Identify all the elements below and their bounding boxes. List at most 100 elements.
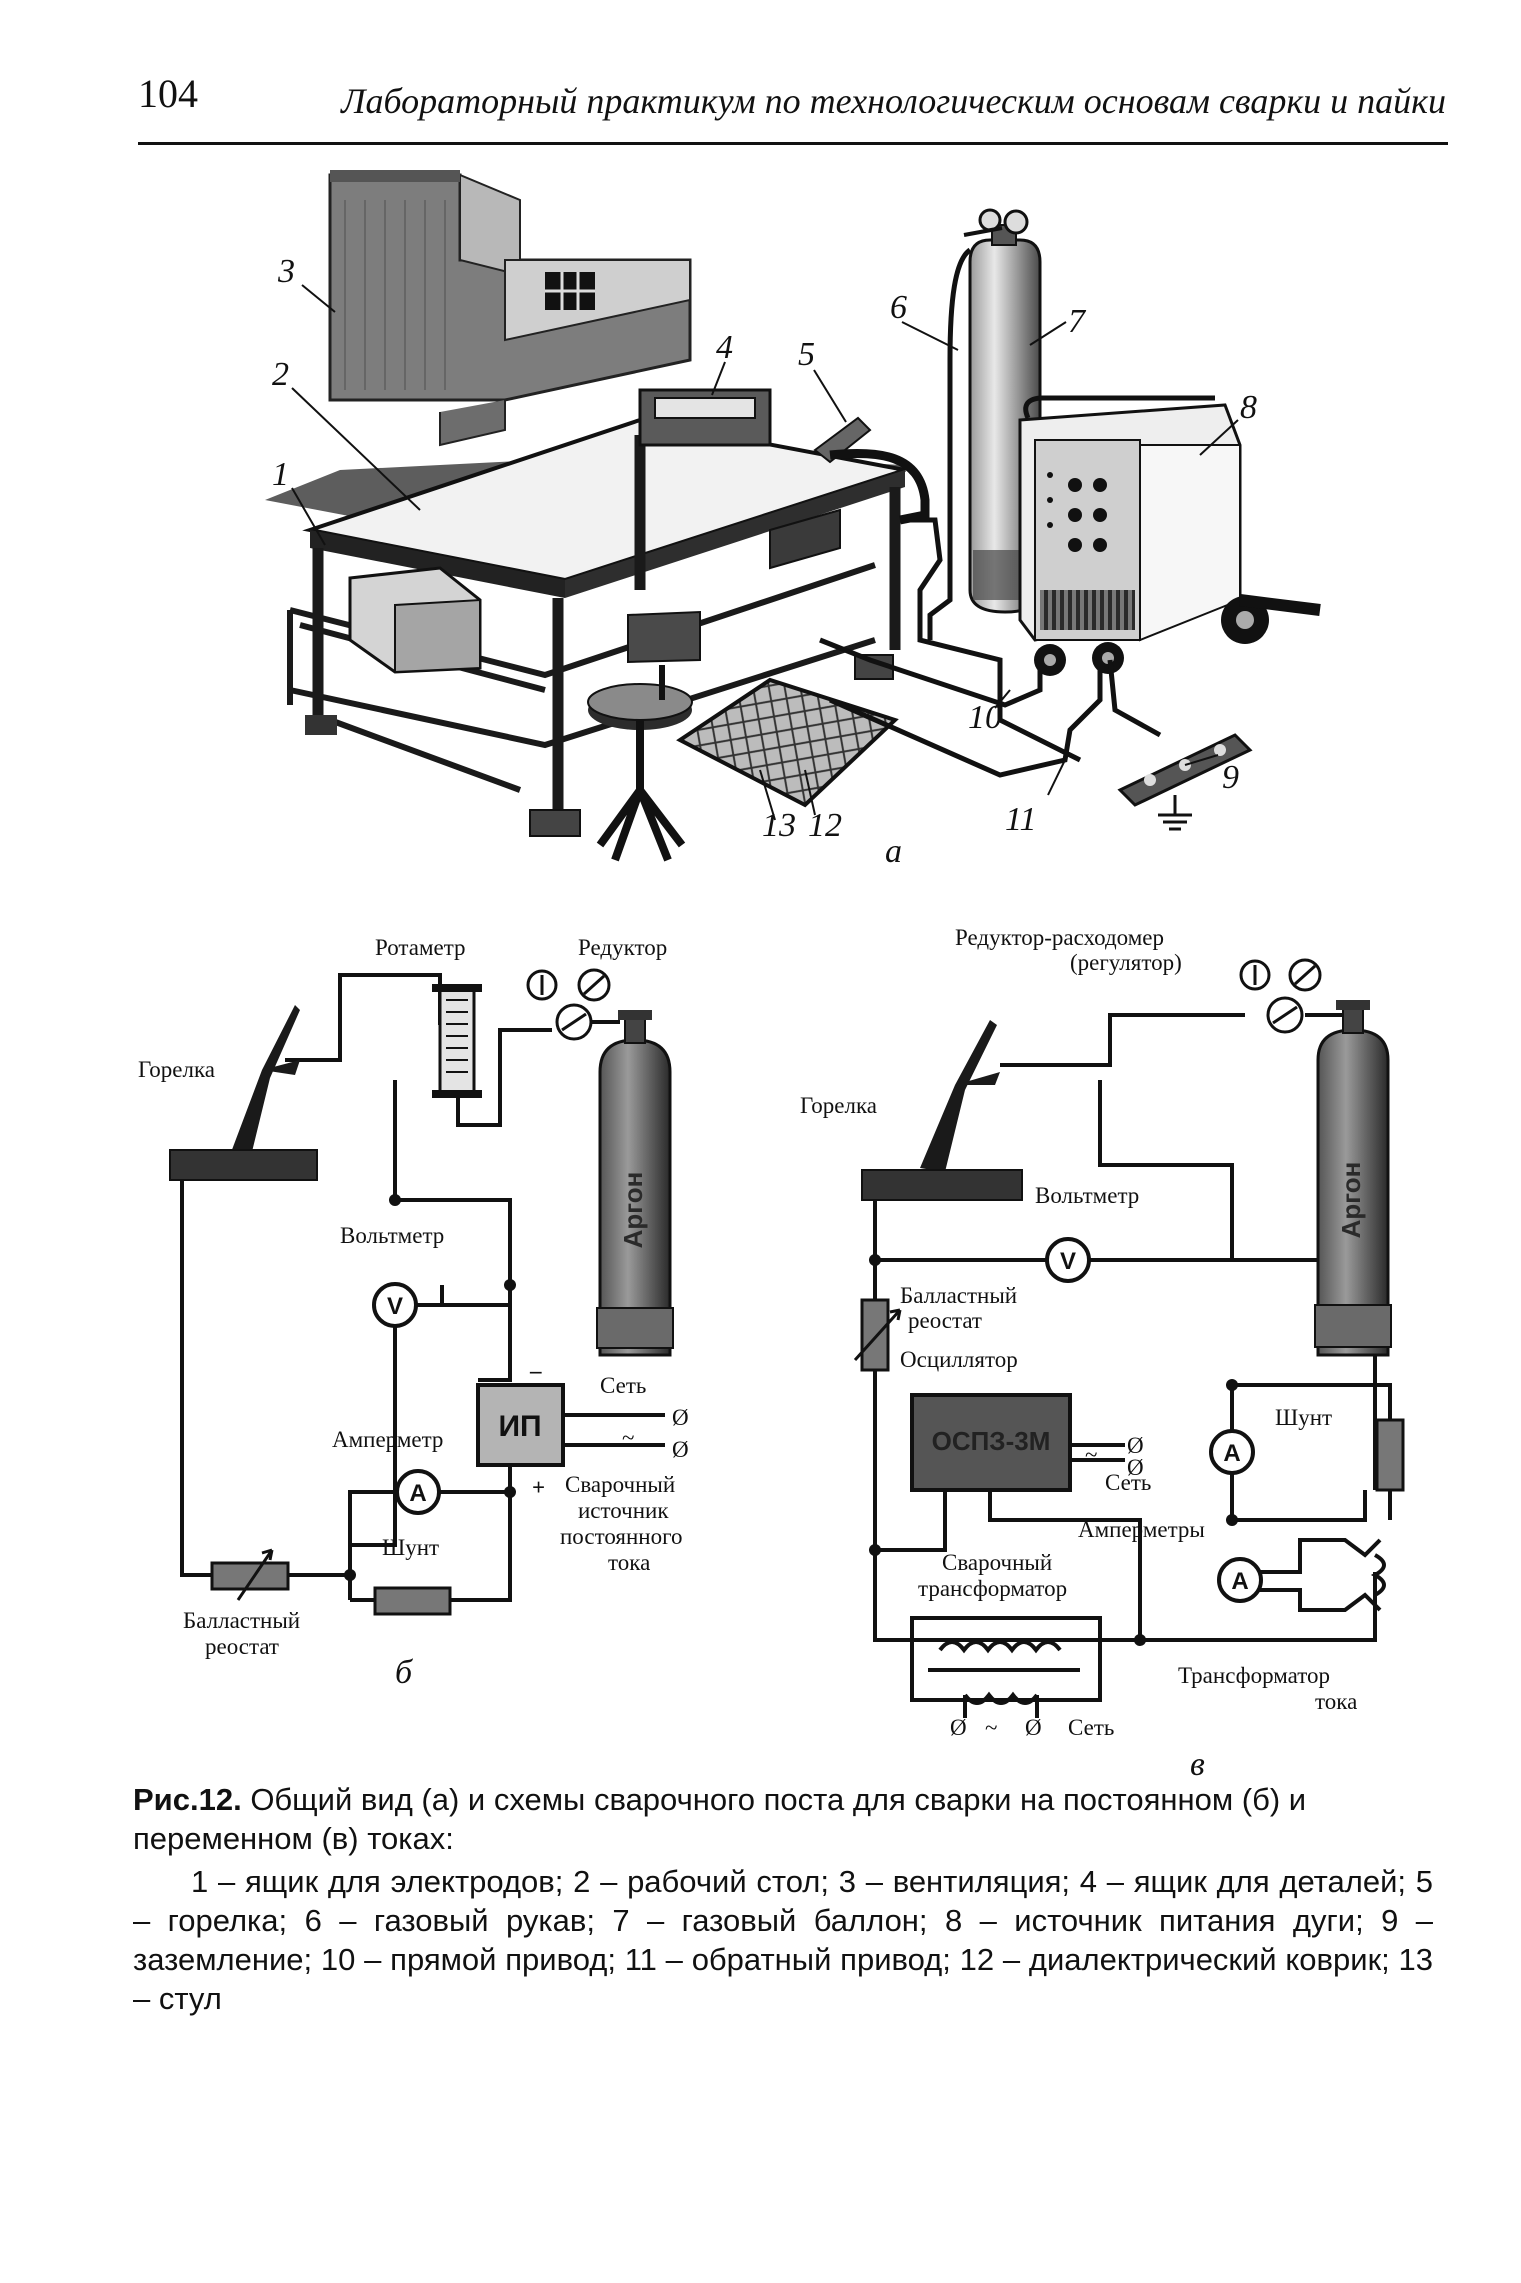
- oscillator-model: ОСПЗ-3М: [932, 1426, 1051, 1456]
- dc-ammeter: A: [395, 1469, 441, 1515]
- figure-a-illustration: [265, 170, 1321, 862]
- page-header: 104 Лабораторный практикум по технологич…: [138, 62, 1448, 145]
- ac-shunt: [1375, 1418, 1405, 1492]
- page-number: 104: [138, 71, 198, 116]
- callout-8: 8: [1240, 389, 1257, 426]
- caption-label: Рис.12.: [133, 1782, 242, 1817]
- rotameter: [432, 984, 482, 1098]
- dc-torch: [230, 1005, 300, 1160]
- callout-13: 13: [762, 807, 796, 844]
- label-current-transformer-line-2: тока: [1315, 1689, 1357, 1714]
- panel-letter-c: в: [1190, 1746, 1205, 1783]
- ac-ammeter-2-symbol: A: [1231, 1568, 1248, 1595]
- callout-leaders: [291, 284, 1239, 821]
- figure-b-labels: Ротаметр Редуктор Горелка Вольтметр Сеть…: [138, 935, 682, 1691]
- callout-2: 2: [272, 356, 289, 393]
- callout-12: 12: [808, 807, 842, 844]
- label-dc-source-line-3: постоянного: [560, 1524, 682, 1549]
- label-dc-reducer: Редуктор: [578, 935, 667, 960]
- ac-tr-terminal-1: Ø: [950, 1715, 967, 1740]
- ac-ammeter-1-symbol: A: [1223, 1440, 1240, 1467]
- dc-ammeter-symbol: A: [409, 1480, 426, 1507]
- ac-workpiece: [861, 1169, 1023, 1201]
- label-ac-rheostat-line-2: реостат: [908, 1308, 982, 1333]
- label-ac-tr-network: Сеть: [1068, 1715, 1114, 1740]
- dc-cylinder-label: Аргон: [618, 1172, 648, 1249]
- figure-c-labels: Редуктор-расходомер (регулятор) Горелка …: [800, 925, 1357, 1783]
- torch-and-hose: [813, 416, 1082, 763]
- dc-terminal-1: Ø: [672, 1405, 689, 1430]
- label-dc-source-line-1: Сварочный: [565, 1472, 675, 1497]
- ac-osc-terminal-1: Ø: [1127, 1433, 1144, 1458]
- welding-cables: [819, 637, 1162, 778]
- ventilation-hood: [328, 170, 692, 447]
- callout-10: 10: [968, 699, 1002, 736]
- label-ammeters: Амперметры: [1078, 1517, 1205, 1542]
- callout-11: 11: [1005, 801, 1036, 838]
- dc-power-unit: ИП: [476, 1383, 665, 1467]
- dielectric-mat: [676, 677, 899, 808]
- dc-reducer: [526, 968, 620, 1041]
- label-dc-shunt: Шунт: [382, 1535, 439, 1560]
- ac-osc-ac-symbol: ~: [1085, 1442, 1097, 1467]
- label-ac-osc-network: Сеть: [1105, 1470, 1151, 1495]
- ac-tr-ac-symbol: ~: [985, 1715, 997, 1740]
- ac-ammeter-1: A: [1209, 1429, 1255, 1475]
- ac-tr-terminal-2: Ø: [1025, 1715, 1042, 1740]
- label-current-transformer-line-1: Трансформатор: [1178, 1663, 1330, 1688]
- figure-caption: Рис.12. Общий вид (а) и схемы сварочного…: [133, 1780, 1433, 2018]
- dc-power-unit-label: ИП: [498, 1410, 541, 1443]
- label-rotameter: Ротаметр: [375, 935, 466, 960]
- control-knobs: [1047, 472, 1107, 552]
- label-dc-voltmeter: Вольтметр: [340, 1223, 444, 1248]
- dc-plus-sign: +: [532, 1475, 545, 1500]
- dc-argon-cylinder: [596, 1010, 674, 1357]
- label-ac-rheostat-line-1: Балластный: [900, 1283, 1017, 1308]
- panel-letter-b: б: [395, 1654, 414, 1691]
- current-transformer: [1370, 1553, 1386, 1597]
- label-dc-ammeter: Амперметр: [332, 1427, 443, 1452]
- welding-transformer: [928, 1640, 1080, 1718]
- label-dc-source-line-4: тока: [608, 1550, 650, 1575]
- ac-ammeter-2: A: [1217, 1557, 1263, 1603]
- ac-junctions: [869, 1254, 1238, 1646]
- callout-3: 3: [277, 253, 295, 290]
- label-dc-rheostat-line-1: Балластный: [183, 1608, 300, 1633]
- ac-wiring: [873, 1013, 1392, 1702]
- panel-letter-a: а: [885, 833, 902, 870]
- figure-a-callouts: 3 2 1 4 5 6 7 8 9 10 11 12 13 а: [272, 253, 1257, 870]
- ac-reducer: [1239, 958, 1322, 1034]
- ac-ballast-rheostat: [853, 1298, 902, 1372]
- label-ac-voltmeter: Вольтметр: [1035, 1183, 1139, 1208]
- dc-voltmeter: V: [372, 1282, 418, 1328]
- label-ac-shunt: Шунт: [1275, 1405, 1332, 1430]
- label-dc-torch: Горелка: [138, 1057, 215, 1082]
- callout-4: 4: [716, 329, 733, 366]
- stool: [587, 610, 701, 862]
- figure-c-schematic: Аргон V ОСПЗ-3М A A: [853, 958, 1405, 1740]
- arc-power-source: [1018, 395, 1321, 676]
- ac-argon-cylinder: [1314, 1000, 1392, 1357]
- dc-wiring: [180, 973, 552, 1602]
- label-transformer-line-2: трансформатор: [918, 1576, 1067, 1601]
- ac-cylinder-label: Аргон: [1336, 1162, 1366, 1239]
- label-dc-network: Сеть: [600, 1373, 646, 1398]
- welding-table: [265, 417, 906, 837]
- ac-torch: [920, 1020, 1000, 1172]
- figure-b-schematic: Аргон V ИП A Ø Ø ~ – +: [169, 968, 689, 1616]
- callout-6: 6: [890, 289, 907, 326]
- label-oscillator: Осциллятор: [900, 1347, 1018, 1372]
- grounding-bar: [1117, 733, 1253, 831]
- parts-box: [638, 388, 772, 447]
- dc-junctions: [344, 1194, 516, 1581]
- dc-ballast-rheostat: [210, 1548, 290, 1601]
- callout-9: 9: [1222, 759, 1239, 796]
- label-transformer-line-1: Сварочный: [942, 1550, 1052, 1575]
- oscillator: ОСПЗ-3М: [910, 1393, 1072, 1492]
- dc-workpiece: [169, 1149, 318, 1181]
- callout-5: 5: [798, 336, 815, 373]
- dc-ac-symbol: ~: [622, 1425, 634, 1450]
- caption-title-line: Рис.12. Общий вид (а) и схемы сварочного…: [133, 1780, 1433, 1858]
- caption-legend: 1 – ящик для электродов; 2 – рабочий сто…: [133, 1864, 1433, 2016]
